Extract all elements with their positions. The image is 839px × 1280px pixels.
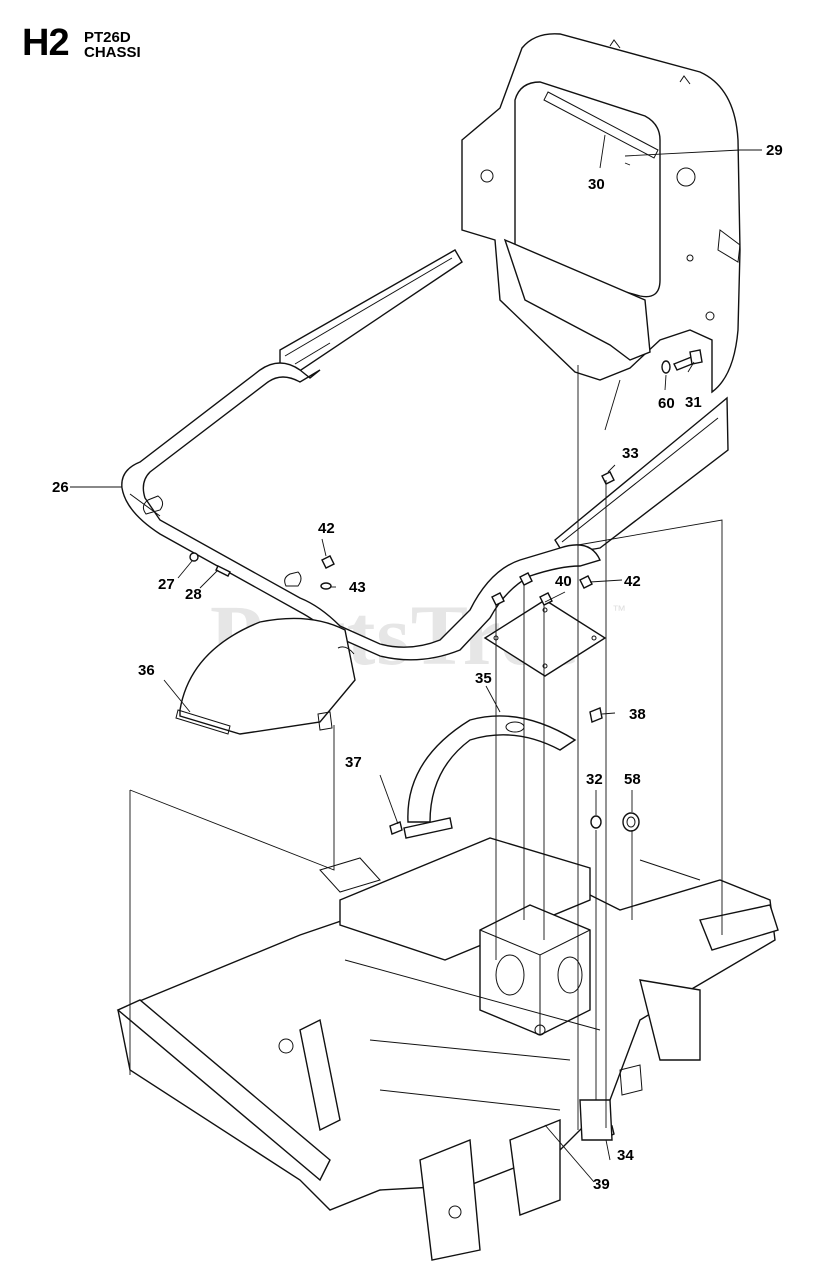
callout-39: 39 [593, 1176, 610, 1193]
callout-36: 36 [138, 662, 155, 679]
mount-plate-part [483, 599, 607, 677]
watermark-tm: ™ [612, 602, 626, 618]
callout-38: 38 [629, 706, 646, 723]
callout-37: 37 [345, 754, 362, 771]
callout-35: 35 [475, 670, 492, 687]
callout-28: 28 [185, 586, 202, 603]
callouts: 26 27 28 29 30 31 32 33 34 35 36 37 38 3… [52, 142, 783, 1193]
leader-lines [70, 134, 762, 1183]
callout-31: 31 [685, 394, 702, 411]
callout-30: 30 [588, 176, 605, 193]
section-label: CHASSI [84, 44, 141, 61]
callout-32: 32 [586, 771, 603, 788]
callout-42-right: 42 [624, 573, 641, 590]
diagram-code: H2 [22, 22, 70, 64]
callout-27: 27 [158, 576, 175, 593]
callout-33: 33 [622, 445, 639, 462]
right-seat-rail [554, 396, 729, 551]
fender-right-part [403, 715, 577, 839]
frame-tube-part [121, 362, 601, 661]
callout-29: 29 [766, 142, 783, 159]
chassis-frame [116, 837, 779, 1261]
left-seat-rail [279, 249, 463, 373]
callout-42-top: 42 [318, 520, 335, 537]
callout-40: 40 [555, 573, 572, 590]
model-label: PT26D [84, 29, 131, 46]
callout-60: 60 [658, 395, 675, 412]
callout-58: 58 [624, 771, 641, 788]
seat-part [461, 33, 741, 394]
callout-43: 43 [349, 579, 366, 596]
hardware-parts [189, 471, 640, 1140]
fender-left-part [175, 617, 356, 735]
seat-bolt-part [661, 349, 703, 374]
callout-34: 34 [617, 1147, 634, 1164]
callout-26: 26 [52, 479, 69, 496]
